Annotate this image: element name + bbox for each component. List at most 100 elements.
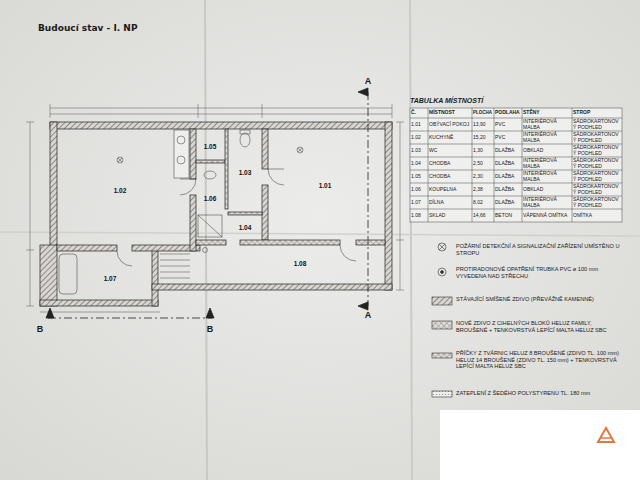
table-cell: 1.08 (411, 213, 427, 219)
paper (0, 232, 640, 236)
table-cell: 1.04 (411, 161, 427, 167)
room-number: 1.03 (239, 169, 252, 176)
table-cell: SKLAD (429, 213, 471, 219)
legend-symbols (432, 243, 452, 397)
dimension-lines (50, 114, 392, 115)
legend-symbols (438, 268, 446, 276)
doors-and-fixtures (118, 158, 122, 162)
doors-and-fixtures (177, 156, 185, 164)
table-header: STĚNY (523, 110, 571, 116)
table-title: TABULKA MÍSTNOSTÍ (410, 97, 483, 105)
dimension-lines (26, 250, 34, 251)
table-cell: 14,66 (473, 213, 493, 219)
section-lines (46, 88, 368, 318)
table-cell: INTERIÉROVÁ MALBA (523, 132, 571, 143)
doors-and-fixtures (160, 266, 190, 267)
legend-symbols (439, 244, 445, 250)
doors-and-fixtures (59, 130, 356, 294)
table-cell: DLAŽBA (495, 148, 521, 154)
table-cell: CHODBA (429, 161, 471, 167)
stamp-box (440, 410, 640, 480)
doors-and-fixtures (174, 130, 189, 178)
walls (240, 240, 340, 245)
table-cell: INTERIÉROVÁ MALBA (523, 197, 571, 208)
doors-and-fixtures (180, 179, 196, 180)
table-cell: CHODBA (429, 174, 471, 180)
table-cell: INTERIÉROVÁ MALBA (523, 158, 571, 169)
walls (40, 245, 57, 306)
walls (57, 245, 117, 251)
table-cell: SÁDROKARTONOVÝ PODHLED (573, 145, 621, 156)
doors-and-fixtures (268, 169, 284, 185)
walls (385, 122, 392, 290)
table-cell: SÁDROKARTONOVÝ PODHLED (573, 119, 621, 130)
table-cell: 2,38 (473, 187, 493, 193)
dimension-lines (396, 240, 404, 241)
table-cell: DÍLNA (429, 200, 471, 206)
table-cell: OMÍTKA (573, 213, 621, 219)
legend-text: ZATEPLENÍ Z ŠEDÉHO POLYSTYRENU TL. 180 m… (456, 390, 624, 397)
dimension-lines (26, 306, 34, 307)
table-cell: SÁDROKARTONOVÝ PODHLED (573, 132, 621, 143)
doors-and-fixtures (204, 171, 216, 179)
table-cell: 1.02 (411, 135, 427, 141)
legend-symbols (439, 244, 445, 250)
table-cell: 8,02 (473, 200, 493, 206)
walls (196, 240, 226, 245)
walls (152, 284, 392, 290)
table-cell: SÁDROKARTONOVÝ PODHLED (573, 171, 621, 182)
table-header: PLOCHA (473, 111, 493, 116)
doors-and-fixtures (118, 158, 122, 162)
doors-and-fixtures (177, 136, 185, 144)
legend-text: STÁVAJÍCÍ SMÍŠENÉ ZDIVO (PŘEVÁŽNĚ KAMENN… (456, 296, 624, 303)
table-cell: KOUPELNA (429, 187, 471, 193)
dimension-lines (26, 122, 34, 123)
legend-symbols (441, 271, 444, 274)
section-lines (358, 88, 368, 96)
room-number: 1.04 (239, 224, 252, 231)
room-number: 1.07 (104, 275, 117, 282)
table-cell: 1.03 (411, 148, 427, 154)
table-cell: 13,90 (473, 122, 493, 128)
table-cell: VÁPENNÁ OMÍTKA (523, 213, 571, 219)
table-cell: 2,50 (473, 161, 493, 167)
room-label: 1.06 (202, 194, 219, 203)
doors-and-fixtures (117, 157, 123, 163)
doors-and-fixtures (160, 278, 190, 279)
plan-title: Budoucí stav - I. NP (38, 24, 137, 34)
legend-text: POŽÁRNÍ DETEKČNÍ A SIGNALIZAČNÍ ZAŘÍZENÍ… (456, 243, 624, 256)
walls (356, 240, 385, 245)
table-cell: OBÝVACÍ POKOJ (429, 122, 471, 128)
walls (152, 250, 158, 306)
room-table-grid (410, 209, 622, 210)
room-label: 1.04 (237, 223, 254, 232)
doors-and-fixtures (340, 245, 356, 261)
table-cell: DLAŽBA (495, 187, 521, 193)
room-table-grid (572, 108, 573, 222)
section-lines (368, 92, 369, 306)
room-table-grid (522, 108, 523, 222)
doors-and-fixtures (298, 148, 302, 152)
walls (50, 122, 392, 129)
walls (196, 160, 225, 163)
legend-symbols (432, 297, 452, 305)
doors-and-fixtures (240, 133, 250, 147)
dimension-lines (50, 108, 392, 109)
table-cell: WC (429, 148, 471, 154)
table-cell: PVC (495, 135, 521, 141)
doors-and-fixtures (117, 251, 132, 266)
legend-symbols (438, 243, 446, 251)
room-table-grid (410, 108, 622, 222)
table-header: MÍSTNOST (429, 110, 471, 116)
room-table-grid (428, 108, 429, 222)
walls (190, 195, 196, 251)
walls (40, 300, 158, 306)
table-cell: 1.01 (411, 122, 427, 128)
room-table-grid (472, 108, 473, 222)
section-lines (48, 318, 212, 319)
table-cell: SÁDROKARTONOVÝ PODHLED (573, 158, 621, 169)
table-cell: 1.06 (411, 187, 427, 193)
table-cell: DLAŽBA (495, 200, 521, 206)
doors-and-fixtures (198, 215, 222, 237)
room-table-grid (410, 108, 622, 222)
